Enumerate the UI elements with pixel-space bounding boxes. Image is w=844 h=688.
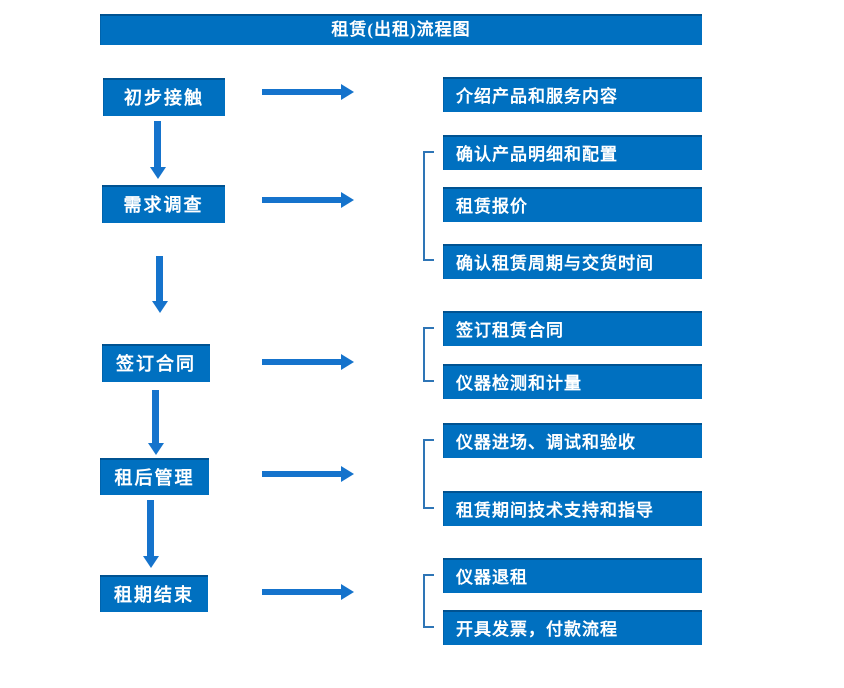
arrow-head [341, 84, 354, 100]
right-arrow-icon [262, 584, 354, 600]
arrow-shaft [154, 121, 161, 168]
detail-invoice-payment: 开具发票，付款流程 [443, 610, 702, 645]
arrow-head [341, 192, 354, 208]
arrow-head [150, 167, 166, 179]
arrow-shaft [262, 197, 343, 203]
arrow-head [143, 556, 159, 568]
detail-introduce-products: 介绍产品和服务内容 [443, 77, 702, 112]
detail-sign-rental-contract: 签订租赁合同 [443, 311, 702, 346]
detail-confirm-period-delivery: 确认租赁周期与交货时间 [443, 244, 702, 279]
detail-technical-support: 租赁期间技术支持和指导 [443, 491, 702, 526]
group-bracket [423, 439, 434, 509]
down-arrow-icon [152, 256, 168, 313]
group-bracket [423, 574, 434, 628]
right-arrow-icon [262, 192, 354, 208]
down-arrow-icon [143, 500, 159, 568]
arrow-shaft [262, 471, 343, 477]
arrow-shaft [147, 500, 154, 557]
step-initial-contact: 初步接触 [103, 78, 225, 116]
right-arrow-icon [262, 466, 354, 482]
detail-instrument-test-measure: 仪器检测和计量 [443, 364, 702, 399]
arrow-head [152, 301, 168, 313]
arrow-head [148, 443, 164, 455]
down-arrow-icon [150, 121, 166, 179]
arrow-head [341, 584, 354, 600]
detail-instrument-setup-acceptance: 仪器进场、调试和验收 [443, 423, 702, 458]
group-bracket [423, 151, 434, 261]
arrow-shaft [152, 390, 159, 444]
arrow-head [341, 354, 354, 370]
step-sign-contract: 签订合同 [102, 344, 210, 382]
detail-instrument-return: 仪器退租 [443, 558, 702, 593]
arrow-shaft [262, 589, 343, 595]
down-arrow-icon [148, 390, 164, 455]
step-rental-end: 租期结束 [100, 575, 208, 612]
step-post-rental-management: 租后管理 [100, 458, 209, 495]
arrow-shaft [262, 89, 343, 95]
detail-rental-quotation: 租赁报价 [443, 187, 702, 222]
group-bracket [423, 327, 434, 382]
right-arrow-icon [262, 354, 354, 370]
arrow-shaft [262, 359, 343, 365]
step-demand-survey: 需求调查 [102, 185, 225, 223]
right-arrow-icon [262, 84, 354, 100]
arrow-shaft [156, 256, 163, 302]
arrow-head [341, 466, 354, 482]
detail-confirm-product-config: 确认产品明细和配置 [443, 135, 702, 170]
flowchart-title: 租赁(出租)流程图 [100, 14, 702, 45]
